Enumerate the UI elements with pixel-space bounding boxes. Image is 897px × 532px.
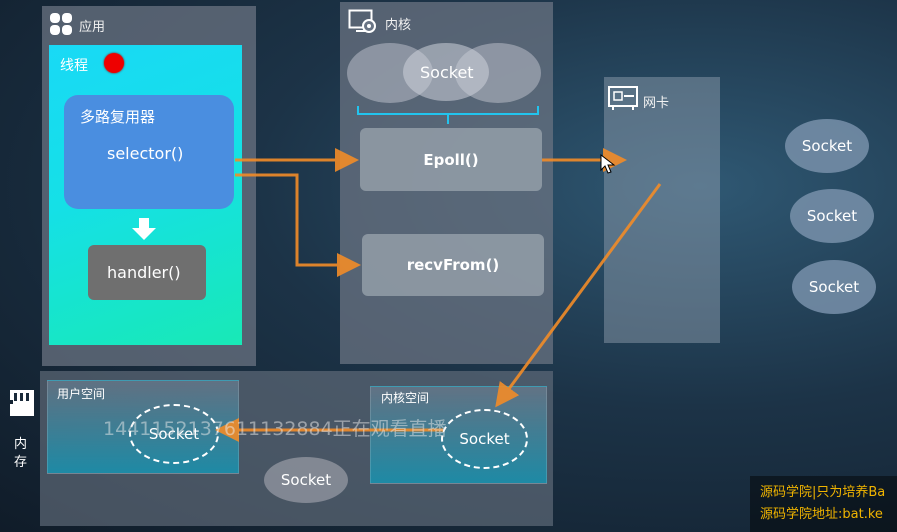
multiplexer-label: 多路复用器	[80, 108, 156, 126]
network-socket-1: Socket	[785, 119, 869, 173]
brand-line-1: 源码学院|只为培养Ba	[760, 485, 886, 500]
kernel-socket-bracket	[356, 104, 540, 126]
kernel-title: 内核	[385, 18, 412, 33]
network-socket-1-label: Socket	[801, 137, 853, 155]
memory-icon	[8, 388, 36, 418]
memory-label-line1: 内	[14, 437, 28, 452]
memory-label-line2: 存	[14, 455, 28, 470]
kernel-space-socket: Socket	[441, 409, 528, 469]
epoll-label: Epoll()	[423, 150, 479, 169]
handler-box	[88, 245, 206, 300]
brand-corner	[750, 476, 897, 532]
memory-socket-label: Socket	[280, 471, 332, 489]
kernel-settings-icon	[348, 9, 378, 35]
network-socket-3-label: Socket	[808, 278, 860, 296]
memory-socket: Socket	[264, 457, 348, 503]
thread-label: 线程	[60, 58, 88, 74]
kernel-socket-cluster	[346, 42, 542, 104]
nic-title: 网卡	[643, 96, 670, 111]
brand-line-2: 源码学院地址:bat.ke	[760, 507, 883, 522]
multiplexer-box	[64, 95, 234, 209]
handler-label: handler()	[107, 263, 181, 282]
network-socket-2: Socket	[790, 189, 874, 243]
recording-dot	[104, 53, 124, 73]
selector-label: selector()	[107, 144, 184, 163]
selector-to-recvfrom-arrow	[235, 173, 361, 277]
viewer-count-overlay: 1441152137611132884正在观看直播	[103, 418, 447, 440]
network-socket-2-label: Socket	[806, 207, 858, 225]
down-arrow-icon	[132, 218, 156, 240]
recvfrom-label: recvFrom()	[406, 256, 500, 274]
cursor-icon	[600, 153, 616, 174]
recvfrom-box: recvFrom()	[362, 234, 544, 296]
network-socket-3: Socket	[792, 260, 876, 314]
kernel-socket-label: Socket	[420, 63, 474, 82]
epoll-box: Epoll()	[360, 128, 542, 191]
kernel-space-label: 内核空间	[381, 391, 430, 405]
user-space-socket-label: Socket	[148, 425, 200, 443]
application-title: 应用	[79, 20, 106, 35]
nic-panel	[604, 77, 720, 343]
app-icon	[48, 11, 74, 37]
user-space-label: 用户空间	[57, 387, 106, 401]
nic-to-kernel-space-arrow	[495, 183, 662, 408]
nic-card-icon	[607, 85, 639, 111]
kernel-space-socket-label: Socket	[459, 430, 510, 448]
